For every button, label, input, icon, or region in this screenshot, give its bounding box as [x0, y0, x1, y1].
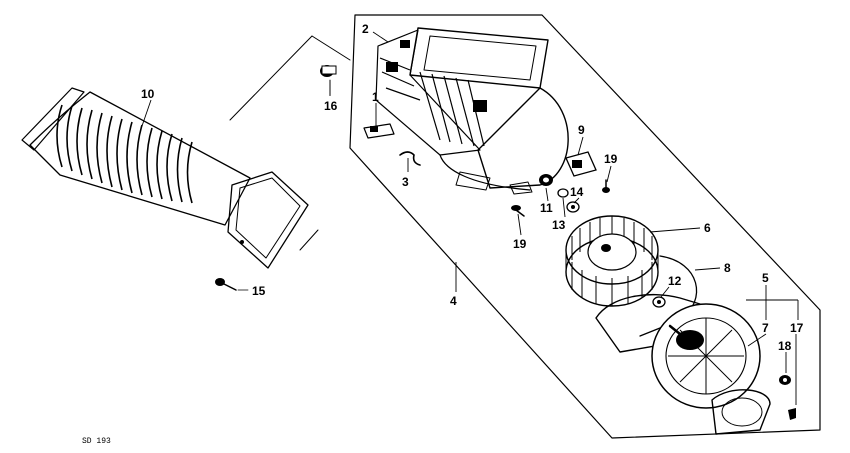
callout-19-lower: 19	[513, 237, 527, 251]
callout-labels: 2 1 3 10 16 15 4 9 19 11 14 13 19 6 8 12…	[141, 22, 804, 353]
grommet-part-18	[779, 375, 791, 385]
screw-part-19-lower	[511, 205, 525, 217]
connector-part-17	[788, 408, 796, 420]
clip-part-1	[363, 123, 395, 139]
blower-fan-wheel	[565, 215, 659, 307]
callout-11: 11	[540, 201, 553, 215]
screw-part-15	[215, 278, 249, 291]
callout-10: 10	[141, 87, 155, 101]
washer-part-13	[557, 188, 569, 198]
callout-3: 3	[402, 175, 409, 189]
callout-19-upper: 19	[604, 152, 618, 166]
nut-part-11	[539, 174, 553, 186]
callout-12: 12	[668, 274, 682, 288]
callout-17: 17	[790, 321, 804, 335]
callout-15: 15	[252, 284, 266, 298]
assembly-boundary-frame	[229, 14, 821, 439]
screw-part-19-upper	[602, 179, 610, 193]
callout-9: 9	[578, 123, 585, 137]
diagram-code: SD 193	[82, 437, 111, 446]
callout-16: 16	[324, 99, 338, 113]
leader-lines	[141, 31, 799, 405]
callout-6: 6	[704, 221, 711, 235]
callout-18: 18	[778, 339, 792, 353]
blower-motor	[651, 303, 771, 435]
grommet-part-16	[320, 65, 337, 96]
clip-part-12	[652, 296, 666, 308]
callout-4: 4	[450, 294, 457, 308]
washer-part-14	[566, 201, 580, 213]
clip-part-3	[399, 151, 421, 166]
callout-7: 7	[762, 321, 769, 335]
callout-5: 5	[762, 271, 769, 285]
callout-1: 1	[372, 90, 379, 104]
callout-14: 14	[570, 185, 584, 199]
duct-ribs	[56, 104, 193, 204]
callout-2: 2	[362, 22, 369, 36]
callout-8: 8	[724, 261, 731, 275]
air-duct-hose	[21, 87, 309, 269]
resistor-part-9	[565, 151, 597, 177]
blower-housing	[375, 27, 569, 195]
callout-13: 13	[552, 218, 566, 232]
